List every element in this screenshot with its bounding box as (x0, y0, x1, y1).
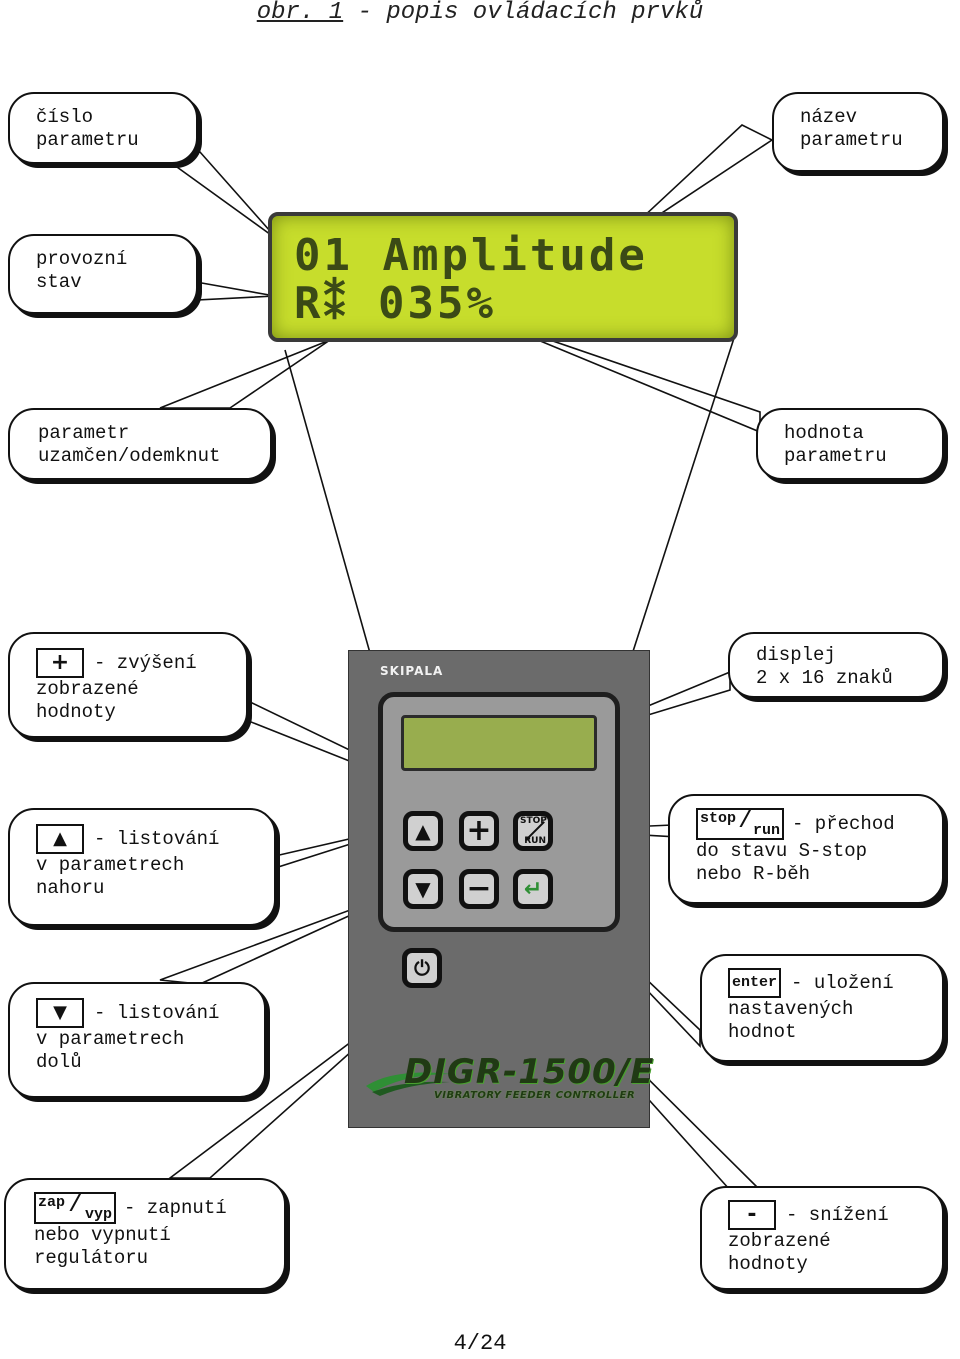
callout-cislo-parametru: číslo parametru (8, 92, 198, 164)
callout-down: ▼ - listování v parametrech dolů (8, 982, 266, 1098)
swoosh-icon (366, 1072, 452, 1096)
logo-model: DIGR-1500/E (404, 1052, 655, 1092)
callout-stop-run: stop/run - přechod do stavu S-stop nebo R… (668, 794, 944, 904)
callout-minus: -- snížení zobrazené hodnoty (700, 1186, 944, 1290)
lcd-line-2: R⁑ 035% (294, 278, 496, 329)
brand-label: SKIPALA (380, 664, 444, 678)
enter-key-icon: enter (728, 968, 782, 998)
callout-text: číslo (36, 106, 94, 128)
lcd-display-enlarged: 01 Amplitude R⁑ 035% (268, 212, 738, 342)
figure-caption: - popis ovládacích prvků (343, 0, 704, 26)
run-label: RUN (524, 836, 546, 846)
stop-run-key-icon: stop/run (696, 805, 784, 840)
callout-text: do stavu S-stop (696, 840, 868, 862)
callout-nazev-parametru: název parametru (772, 92, 944, 172)
enter-icon: ↵ (523, 876, 543, 902)
callout-text: v parametrech (36, 1028, 185, 1050)
control-panel: ▲ + STOP RUN ▼ − ↵ (378, 692, 620, 932)
callout-text: hodnot (728, 1021, 797, 1043)
up-key-icon: ▲ (36, 824, 84, 854)
callout-text: nahoru (36, 877, 105, 899)
leader-provozni (195, 281, 276, 301)
callout-text: displej (756, 644, 836, 666)
plus-key-icon: + (36, 648, 84, 678)
callout-text: - zvýšení (94, 652, 197, 675)
down-button[interactable]: ▼ (403, 869, 443, 909)
callout-text: 2 x 16 znaků (756, 667, 893, 689)
run-key-text: run (752, 822, 780, 839)
callout-text: - uložení (791, 972, 894, 995)
callout-text: nastavených (728, 998, 854, 1020)
callout-displej: displej 2 x 16 znaků (728, 632, 944, 698)
down-key-icon: ▼ (36, 998, 84, 1028)
callout-text: v parametrech (36, 854, 185, 876)
figure-label: obr. 1 (256, 0, 344, 26)
callout-text: zobrazené (36, 678, 139, 700)
callout-text: zobrazené (728, 1230, 831, 1252)
up-arrow-icon: ▲ (415, 819, 431, 843)
minus-button[interactable]: − (459, 869, 499, 909)
up-button[interactable]: ▲ (403, 811, 443, 851)
page-number: 4/24 (453, 1331, 507, 1356)
key-separator: / (738, 805, 754, 835)
callout-text: - snížení (786, 1204, 889, 1227)
vyp-key-text: vyp (84, 1206, 112, 1223)
callout-zap-vyp: zap/vyp - zapnutí nebo vypnutí regulátoru (4, 1178, 286, 1290)
enter-button[interactable]: ↵ (513, 869, 553, 909)
down-arrow-icon: ▼ (415, 877, 431, 901)
lcd-line-1: 01 Amplitude (294, 230, 648, 281)
plus-icon: + (466, 813, 492, 848)
zap-key-text: zap (38, 1194, 66, 1211)
callout-text: provozní (36, 248, 128, 270)
callout-enter: enter - uložení nastavených hodnot (700, 954, 944, 1062)
callout-text: hodnoty (728, 1253, 808, 1275)
minus-key-icon: - (728, 1200, 776, 1230)
callout-text: hodnoty (36, 701, 116, 723)
callout-text: dolů (36, 1051, 82, 1073)
stop-key-text: stop (700, 810, 737, 827)
stop-label: STOP (520, 816, 547, 826)
callout-text: - přechod (792, 813, 895, 836)
callout-text: - listování (94, 1002, 220, 1025)
callout-text: - listování (94, 828, 220, 851)
device-lcd (401, 715, 597, 771)
stop-run-button[interactable]: STOP RUN (513, 811, 553, 851)
controller-device: SKIPALA ▲ + STOP RUN ▼ − ↵ ⏻ DIGR-1500/E… (348, 650, 653, 1128)
callout-text: parametru (36, 129, 139, 151)
callout-text: stav (36, 271, 82, 293)
callout-parametr-uzamcen: parametr uzamčen/odemknut (8, 408, 272, 480)
callout-text: parametru (784, 445, 887, 467)
callout-up: ▲ - listování v parametrech nahoru (8, 808, 276, 926)
power-button[interactable]: ⏻ (402, 948, 442, 988)
callout-text: parametr (38, 422, 130, 444)
zap-vyp-key-icon: zap/vyp (34, 1189, 116, 1224)
callout-hodnota-parametru: hodnota parametru (756, 408, 944, 480)
callout-text: uzamčen/odemknut (38, 445, 221, 467)
minus-icon: − (466, 871, 492, 906)
page-title: obr. 1 - popis ovládacích prvků (0, 0, 960, 26)
power-icon: ⏻ (414, 956, 430, 980)
callout-text: nebo R-běh (696, 863, 811, 885)
callout-text: - zapnutí (124, 1197, 227, 1220)
callout-text: parametru (800, 129, 903, 151)
callout-text: hodnota (784, 422, 864, 444)
callout-text: název (800, 106, 858, 128)
leader-uzamcen (159, 339, 331, 409)
callout-text: nebo vypnutí (34, 1224, 171, 1246)
callout-plus: + - zvýšení zobrazené hodnoty (8, 632, 248, 738)
callout-provozni-stav: provozní stav (8, 234, 198, 314)
plus-button[interactable]: + (459, 811, 499, 851)
callout-text: regulátoru (34, 1247, 149, 1269)
key-separator: / (68, 1189, 84, 1219)
logo-subtitle: VIBRATORY FEEDER CONTROLLER (434, 1090, 636, 1101)
leader-cislo (168, 151, 279, 241)
